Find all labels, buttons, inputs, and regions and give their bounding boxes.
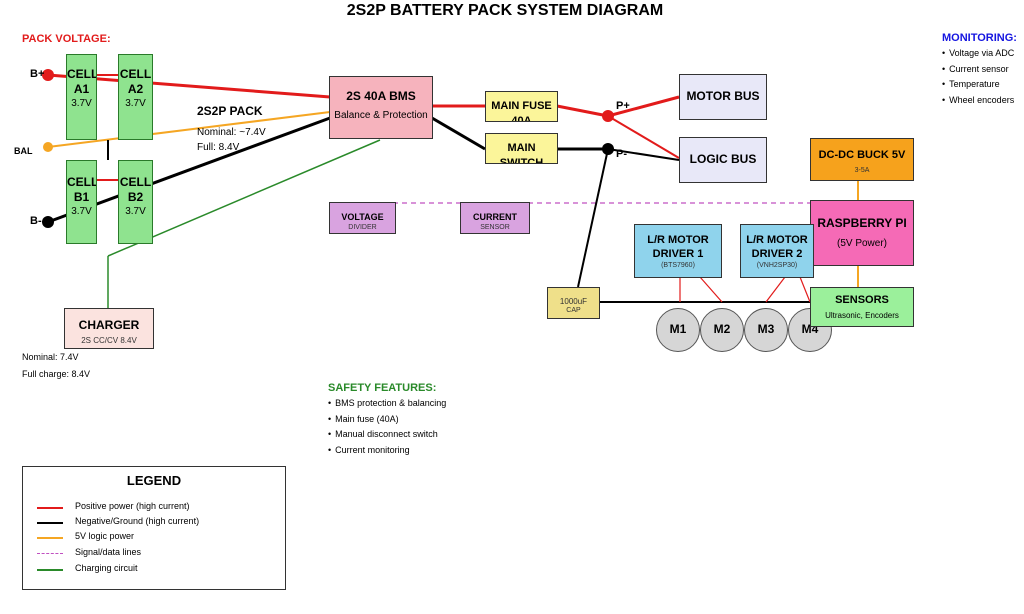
logic-bus: LOGIC BUS bbox=[679, 137, 767, 183]
p-minus-label: P- bbox=[616, 148, 627, 160]
balance-line bbox=[47, 111, 331, 148]
safety-item: BMS protection & balancing bbox=[328, 396, 446, 412]
legend-swatch bbox=[37, 537, 63, 539]
safety-item: Current monitoring bbox=[328, 443, 446, 459]
safety-panel: SAFETY FEATURES: BMS protection & balanc… bbox=[328, 382, 446, 458]
voltage-divider: VOLTAGE DIVIDER bbox=[329, 202, 396, 234]
monitoring-item: Temperature bbox=[942, 77, 1017, 93]
pack-nominal: Nominal: ~7.4V bbox=[197, 127, 266, 138]
monitoring-item: Wheel encoders bbox=[942, 93, 1017, 109]
legend-swatch bbox=[37, 553, 63, 554]
p-minus-node bbox=[602, 143, 614, 155]
legend-swatch bbox=[37, 569, 63, 571]
main-fuse: MAIN FUSE 40A bbox=[485, 91, 558, 122]
b-plus-label: B+ bbox=[30, 68, 45, 80]
pack-full: Full: 8.4V bbox=[197, 142, 240, 153]
dc-dc-buck: DC-DC BUCK 5V 3-5A bbox=[810, 138, 914, 181]
legend-swatch bbox=[37, 522, 63, 524]
capacitor: 1000uF CAP bbox=[547, 287, 600, 319]
charging-line bbox=[107, 139, 381, 257]
p-plus-label: P+ bbox=[616, 100, 630, 112]
b-minus-terminal bbox=[42, 216, 54, 228]
safety-heading: SAFETY FEATURES: bbox=[328, 382, 437, 394]
legend: LEGEND Positive power (high current) Neg… bbox=[22, 466, 286, 590]
legend-swatch bbox=[37, 507, 63, 509]
motor-m2: M2 bbox=[700, 308, 744, 352]
fuse-to-pplus bbox=[556, 104, 609, 118]
bal-terminal bbox=[43, 142, 53, 152]
motor-driver-1: L/R MOTOR DRIVER 1 (BTS7960) bbox=[634, 224, 722, 278]
pack-name: 2S2P PACK bbox=[197, 104, 263, 118]
safety-item: Main fuse (40A) bbox=[328, 412, 446, 428]
bms-to-switch bbox=[431, 116, 486, 151]
bal-label: BAL bbox=[14, 146, 33, 156]
pminus-to-cap bbox=[577, 148, 609, 288]
p-plus-node bbox=[602, 110, 614, 122]
main-switch[interactable]: MAIN SWITCH bbox=[485, 133, 558, 164]
monitoring-panel: MONITORING: Voltage via ADC Current sens… bbox=[942, 32, 1017, 108]
motor-m1: M1 bbox=[656, 308, 700, 352]
motor-bus: MOTOR BUS bbox=[679, 74, 767, 120]
note-nominal: Nominal: 7.4V bbox=[22, 352, 79, 362]
pack-voltage-heading: PACK VOLTAGE: bbox=[22, 33, 111, 45]
motor-m3: M3 bbox=[744, 308, 788, 352]
note-full-charge: Full charge: 8.4V bbox=[22, 369, 91, 379]
monitoring-item: Voltage via ADC bbox=[942, 46, 1017, 62]
motor-driver-2: L/R MOTOR DRIVER 2 (VNH2SP30) bbox=[740, 224, 814, 278]
monitoring-item: Current sensor bbox=[942, 62, 1017, 78]
raspberry-pi: RASPBERRY PI (5V Power) bbox=[810, 200, 914, 266]
charger-box: CHARGER 2S CC/CV 8.4V bbox=[64, 308, 154, 349]
b-minus-label: B- bbox=[30, 215, 42, 227]
page-title: 2S2P BATTERY PACK SYSTEM DIAGRAM bbox=[346, 2, 664, 19]
legend-title: LEGEND bbox=[126, 473, 182, 488]
b-plus-terminal bbox=[42, 69, 54, 81]
pplus-to-logicbus bbox=[607, 115, 680, 159]
current-sensor: CURRENT SENSOR bbox=[460, 202, 530, 234]
pplus-to-motorbus bbox=[607, 95, 680, 118]
bms-box: 2S 40A BMS Balance & Protection bbox=[329, 76, 433, 139]
monitoring-heading: MONITORING: bbox=[942, 32, 1017, 44]
pminus-to-logicbus bbox=[607, 148, 680, 161]
sensors-box: SENSORS Ultrasonic, Encoders bbox=[810, 287, 914, 327]
safety-item: Manual disconnect switch bbox=[328, 427, 446, 443]
